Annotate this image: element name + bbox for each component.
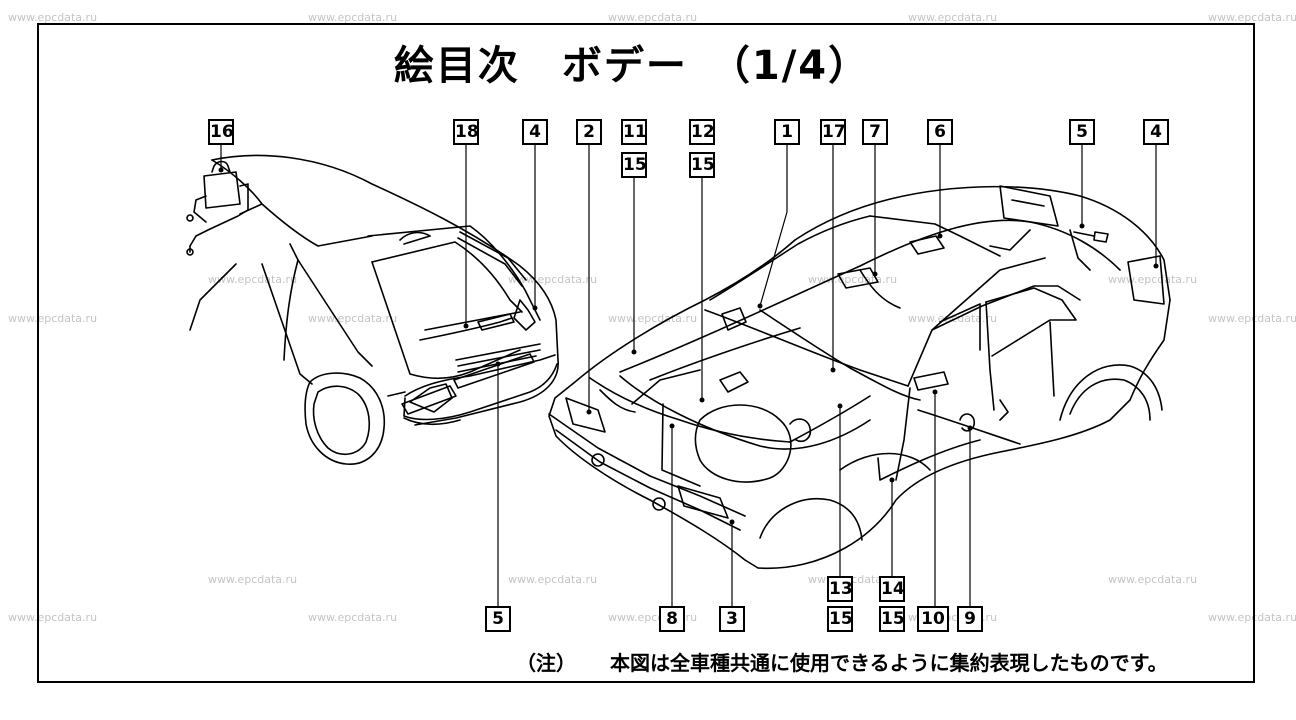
callout-9: 9 — [957, 606, 983, 632]
watermark: www.epcdata.ru — [208, 273, 298, 286]
callout-16: 16 — [208, 119, 234, 145]
watermark: www.epcdata.ru — [1208, 611, 1296, 624]
callout-15: 15 — [827, 606, 853, 632]
callout-15: 15 — [689, 152, 715, 178]
rear-car-illustration — [186, 154, 559, 465]
page-title-text: 絵目次 ボデー （1/4） — [393, 43, 871, 89]
watermark: www.epcdata.ru — [1208, 312, 1296, 325]
watermark: www.epcdata.ru — [1208, 11, 1296, 24]
callout-18: 18 — [453, 119, 479, 145]
callout-13: 13 — [827, 576, 853, 602]
callout-3: 3 — [719, 606, 745, 632]
diagram-frame — [37, 23, 1255, 683]
page-title: 絵目次 ボデー （1/4） — [0, 33, 1296, 91]
footnote-prefix: （注） — [516, 651, 576, 675]
watermark: www.epcdata.ru — [8, 611, 98, 624]
watermark: www.epcdata.ru — [508, 573, 598, 586]
callout-12: 12 — [689, 119, 715, 145]
callout-15: 15 — [879, 606, 905, 632]
front-car-illustration — [548, 185, 1171, 570]
watermark: www.epcdata.ru — [8, 11, 98, 24]
callout-4: 4 — [1143, 119, 1169, 145]
callout-10: 10 — [917, 606, 949, 632]
watermark: www.epcdata.ru — [908, 11, 998, 24]
callout-7: 7 — [862, 119, 888, 145]
callout-2: 2 — [576, 119, 602, 145]
watermark: www.epcdata.ru — [308, 312, 398, 325]
watermark: www.epcdata.ru — [908, 312, 998, 325]
footnote: （注） 本図は全車種共通に使用できるように集約表現したものです。 — [516, 647, 1168, 676]
callout-1: 1 — [774, 119, 800, 145]
callout-14: 14 — [879, 576, 905, 602]
callout-6: 6 — [927, 119, 953, 145]
leader-lines — [220, 144, 1157, 607]
callout-8: 8 — [659, 606, 685, 632]
watermark: www.epcdata.ru — [308, 611, 398, 624]
callout-4: 4 — [522, 119, 548, 145]
watermark: www.epcdata.ru — [508, 273, 598, 286]
watermark: www.epcdata.ru — [608, 11, 698, 24]
watermark: www.epcdata.ru — [308, 11, 398, 24]
callout-5: 5 — [1069, 119, 1095, 145]
callout-17: 17 — [820, 119, 846, 145]
watermark: www.epcdata.ru — [208, 573, 298, 586]
callout-11: 11 — [621, 119, 647, 145]
leader-dots — [218, 167, 1159, 525]
callout-5: 5 — [485, 606, 511, 632]
watermark: www.epcdata.ru — [1108, 573, 1198, 586]
watermark: www.epcdata.ru — [8, 312, 98, 325]
callout-15: 15 — [621, 152, 647, 178]
footnote-text: 本図は全車種共通に使用できるように集約表現したものです。 — [610, 651, 1168, 675]
